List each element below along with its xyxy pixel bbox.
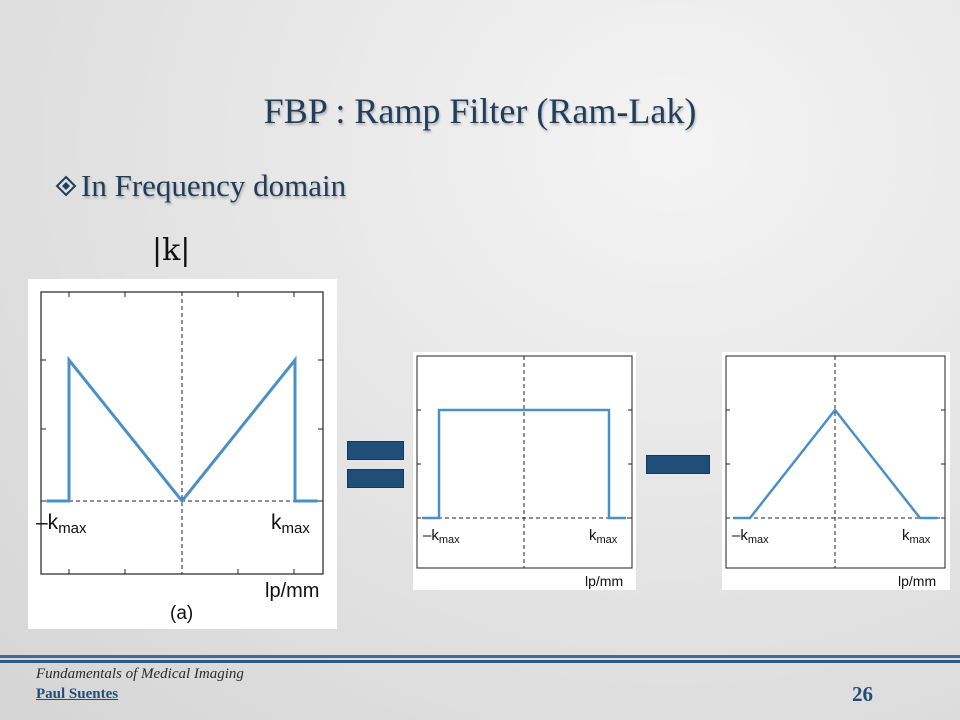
neg-kmax-label: –kmax: [732, 527, 769, 546]
footer-divider: [0, 655, 960, 664]
diamond-bullet-icon: [55, 175, 77, 197]
bullet-text: In Frequency domain: [81, 168, 347, 203]
ramp-filter-chart: –kmax kmax lp/mm (a): [36, 291, 324, 624]
triangle-filter-panel: –kmax kmax lp/mm: [722, 352, 950, 590]
pos-kmax-label: kmax: [271, 511, 310, 537]
rect-filter-chart: –kmax kmax lp/mm: [416, 355, 633, 589]
unit-label: lp/mm: [585, 573, 623, 589]
slide-title: FBP : Ramp Filter (Ram-Lak): [263, 91, 697, 131]
minus-operator: [646, 455, 710, 474]
bullet-item: In Frequency domain: [55, 168, 346, 204]
unit-label: lp/mm: [898, 573, 936, 589]
triangle-filter-chart: –kmax kmax lp/mm: [725, 355, 946, 589]
neg-kmax-label: –kmax: [36, 511, 87, 537]
equals-operator-top: [347, 441, 404, 460]
abs-k-formula: |k|: [152, 233, 191, 268]
page-number: 26: [852, 682, 873, 706]
rect-filter-panel: –kmax kmax lp/mm: [413, 352, 636, 590]
unit-label: lp/mm: [265, 580, 319, 602]
pos-kmax-label: kmax: [902, 527, 931, 546]
footer-author-link[interactable]: Paul Suentes: [36, 686, 119, 702]
panel-caption: (a): [170, 603, 193, 624]
footer-course-title: Fundamentals of Medical Imaging: [36, 666, 244, 682]
rect-curve: [422, 408, 626, 520]
equals-operator-bottom: [347, 469, 404, 488]
pos-kmax-label: kmax: [589, 527, 618, 546]
neg-kmax-label: –kmax: [423, 527, 460, 546]
ramp-filter-panel: –kmax kmax lp/mm (a): [28, 279, 337, 629]
ramp-curve: [46, 355, 318, 504]
triangle-curve: [733, 407, 937, 520]
